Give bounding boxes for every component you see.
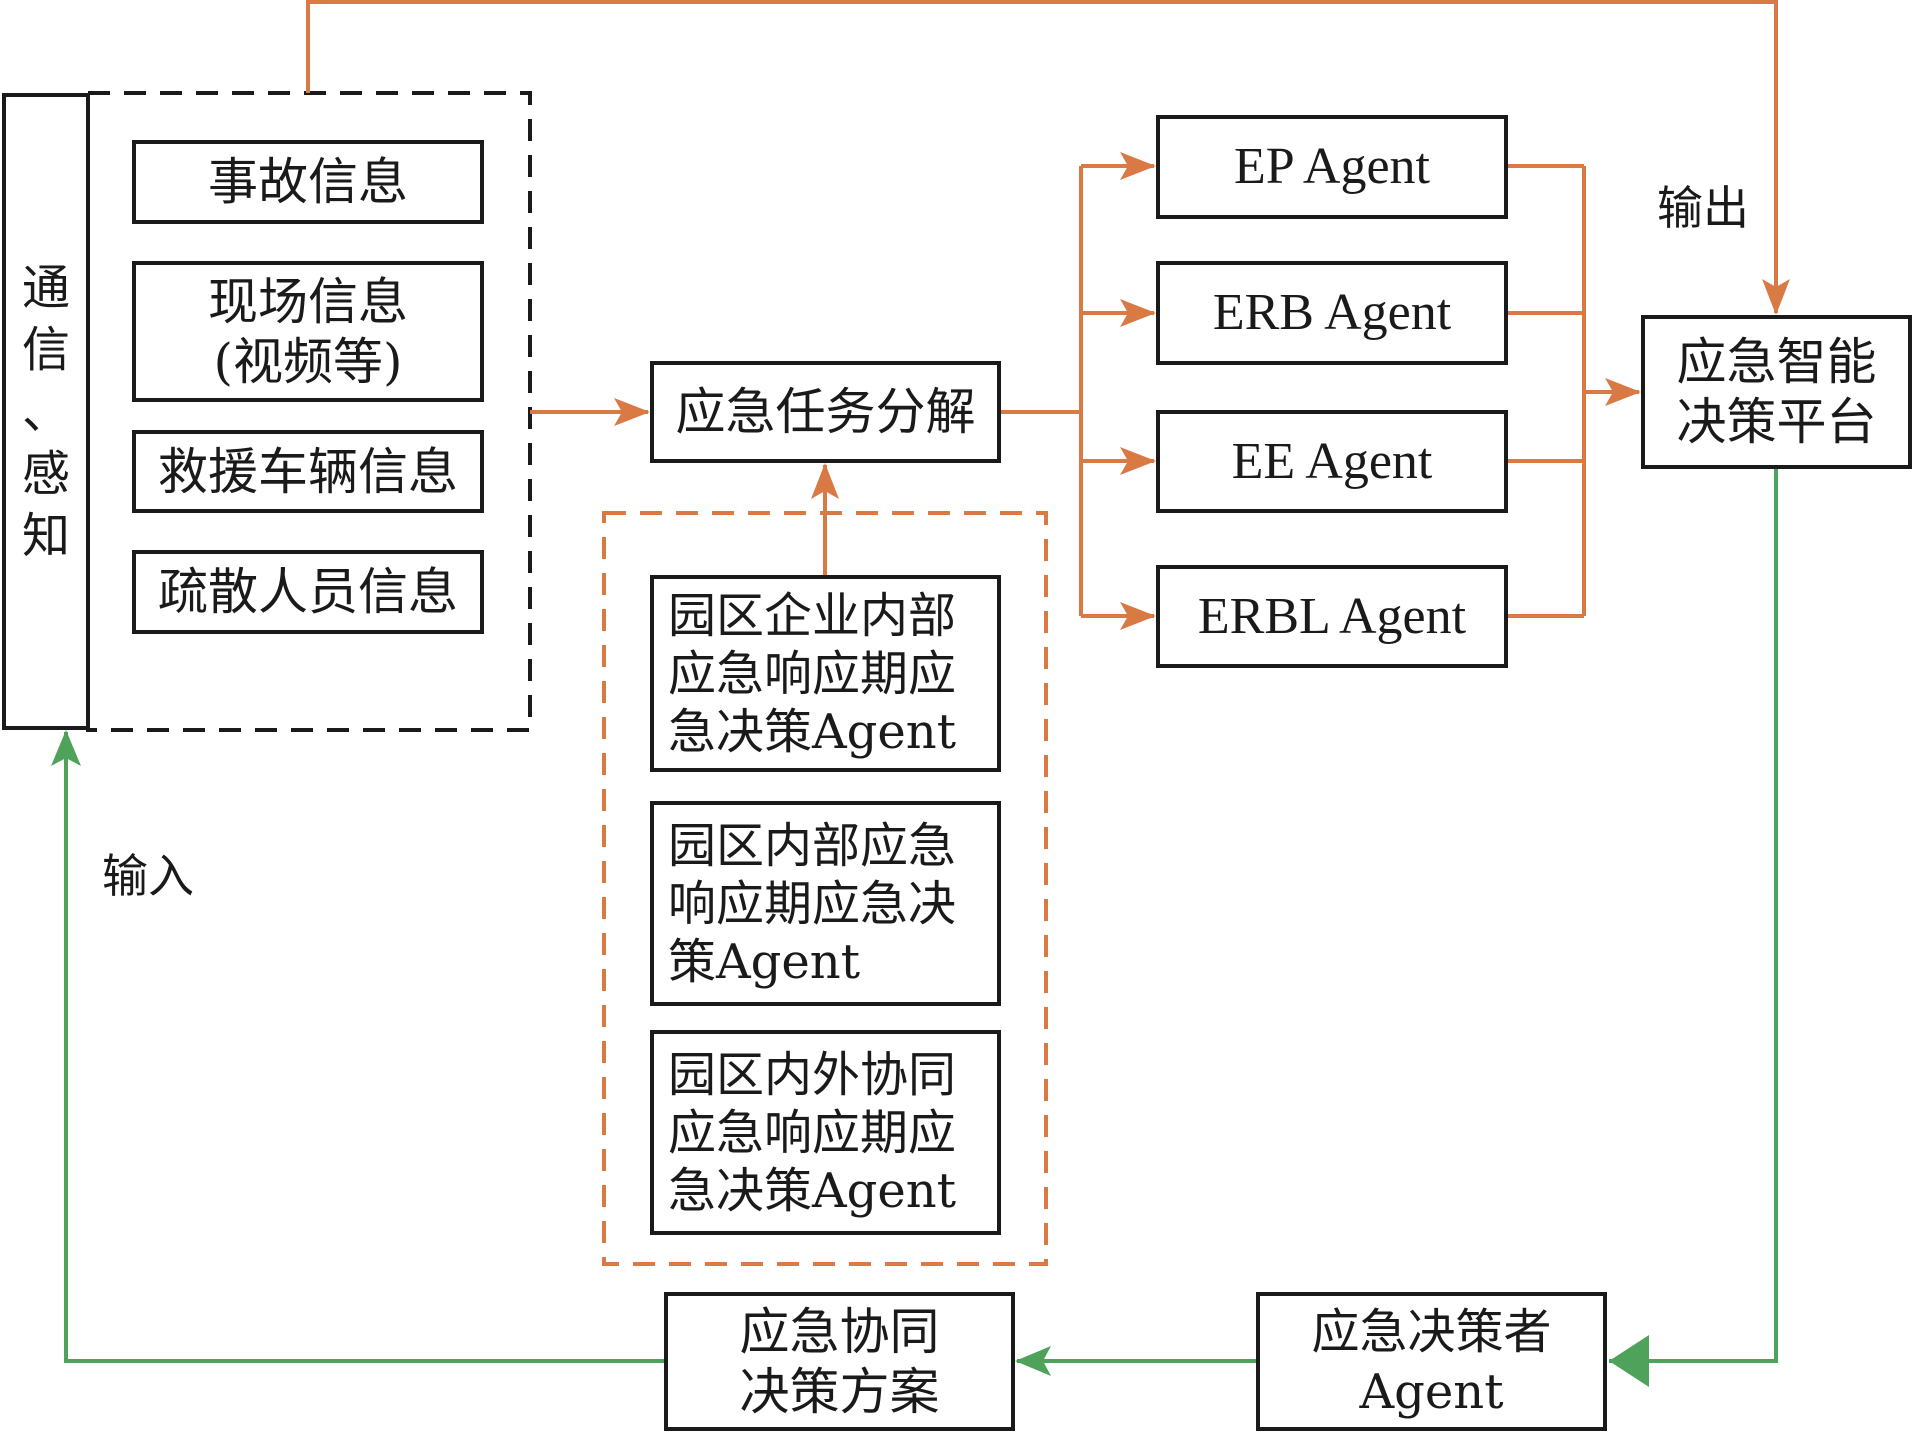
scene-info-label: 现场信息 (视频等) — [208, 272, 408, 391]
park-internal-decision-agent-box: 园区内部应急 响应期应急决 策Agent — [650, 801, 1001, 1006]
enterprise-decision-agent-label: 园区企业内部 应急响应期应 急决策Agent — [668, 587, 957, 760]
task-decomposition-label: 应急任务分解 — [675, 383, 976, 441]
accident-info-box: 事故信息 — [132, 140, 484, 224]
output-label: 输出 — [1657, 181, 1749, 235]
erb-agent-box: ERB Agent — [1156, 261, 1508, 365]
input-label: 输入 — [102, 849, 194, 903]
ep-agent-label: EP Agent — [1234, 138, 1430, 195]
decision-maker-agent-box: 应急决策者 Agent — [1256, 1292, 1607, 1431]
decision-maker-agent-label: 应急决策者 Agent — [1311, 1303, 1552, 1420]
intelligent-decision-platform-label: 应急智能 决策平台 — [1676, 333, 1877, 451]
communication-sensing-label: 通 信 、 感 知 — [21, 259, 70, 564]
task-decomposition-box: 应急任务分解 — [650, 361, 1001, 463]
plan-to-sensing-arrow — [51, 730, 664, 1363]
accident-info-label: 事故信息 — [208, 153, 408, 211]
intelligent-decision-platform-box: 应急智能 决策平台 — [1641, 315, 1912, 469]
platform-to-decision-maker-arrow — [1609, 468, 1778, 1387]
ee-agent-label: EE Agent — [1231, 432, 1433, 490]
evacuee-info-box: 疏散人员信息 — [132, 550, 484, 634]
erb-agent-label: ERB Agent — [1212, 284, 1452, 341]
ep-agent-box: EP Agent — [1156, 115, 1508, 219]
park-collaborative-decision-agent-label: 园区内外协同 应急响应期应 急决策Agent — [668, 1046, 957, 1219]
scene-info-box: 现场信息 (视频等) — [132, 261, 484, 402]
evacuee-info-label: 疏散人员信息 — [158, 563, 458, 621]
collaborative-plan-label: 应急协同 决策方案 — [739, 1302, 940, 1421]
park-collaborative-decision-agent-box: 园区内外协同 应急响应期应 急决策Agent — [650, 1030, 1001, 1235]
rescue-vehicle-info-box: 救援车辆信息 — [132, 430, 484, 513]
communication-sensing-box: 通 信 、 感 知 — [2, 93, 90, 730]
output-connector — [306, 0, 1790, 315]
erbl-agent-box: ERBL Agent — [1156, 565, 1508, 668]
rescue-vehicle-info-label: 救援车辆信息 — [158, 442, 458, 501]
collaborative-plan-box: 应急协同 决策方案 — [664, 1292, 1015, 1431]
erbl-agent-label: ERBL Agent — [1197, 587, 1467, 645]
park-internal-decision-agent-label: 园区内部应急 响应期应急决 策Agent — [668, 817, 957, 990]
enterprise-decision-agent-box: 园区企业内部 应急响应期应 急决策Agent — [650, 575, 1001, 772]
ee-agent-box: EE Agent — [1156, 410, 1508, 513]
